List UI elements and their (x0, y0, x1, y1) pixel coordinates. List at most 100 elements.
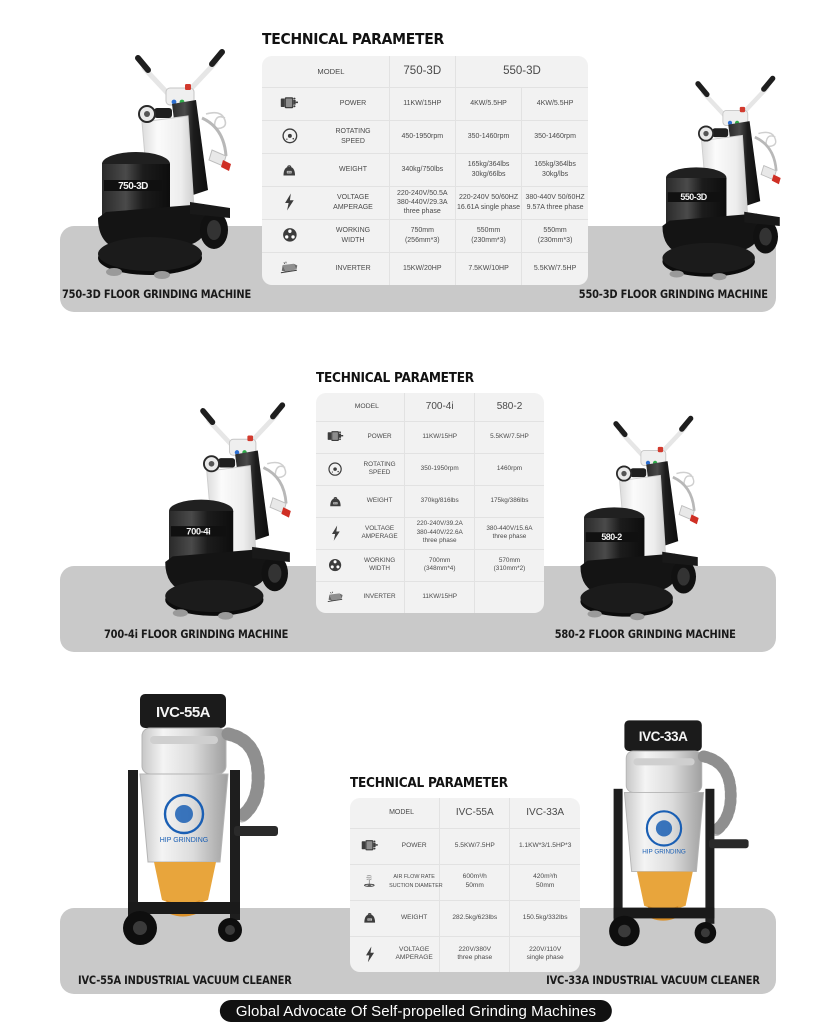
svg-text:IVC-33A: IVC-33A (639, 729, 688, 744)
row-label: WEIGHT (354, 484, 405, 517)
row-value: 700mm(348mm*4) (404, 548, 475, 581)
header-model-1: 580-2 (473, 393, 544, 421)
product-caption-ivc-55a: IVC-55A INDUSTRIAL VACUUM CLEANER (78, 974, 292, 987)
svg-text:HIP GRINDING: HIP GRINDING (160, 837, 209, 844)
svg-text:IVC-55A: IVC-55A (156, 704, 211, 721)
svg-text:KG: KG (288, 171, 291, 173)
row-value: 550mm(230mm*3) (454, 218, 522, 252)
row-value: 1.1KW*3/1.5HP*3 (509, 827, 580, 864)
row-value: 350-1460rpm (454, 119, 522, 153)
row-icon-cell (262, 185, 318, 219)
svg-text:580-2: 580-2 (601, 532, 622, 542)
header-model-label: MODEL (389, 809, 414, 817)
weight-icon: KG (328, 495, 343, 507)
row-label: POWER (389, 827, 440, 864)
svg-text:700-4i: 700-4i (186, 527, 210, 538)
product-caption-750-3d: 750-3D FLOOR GRINDING MACHINE (62, 288, 252, 301)
row-label: INVERTER (354, 580, 405, 613)
row-icon-cell (316, 420, 355, 453)
svg-text:550-3D: 550-3D (680, 192, 707, 202)
row-value (473, 580, 544, 613)
row-label: POWER (317, 86, 390, 120)
header-model-0: IVC-55A (439, 798, 510, 828)
bolt-icon (331, 525, 341, 541)
row-value: 282.5kg/623lbs (439, 899, 510, 936)
inverter-icon (280, 261, 300, 275)
row-value: 340kg/750lbs (388, 152, 456, 186)
row-value: 5.5KW/7.5HP (439, 827, 510, 864)
row-icon-cell (262, 119, 318, 153)
row-value: 5.5KW/7.5HP (521, 251, 588, 285)
row-icon-cell (316, 548, 355, 581)
row-value: 7.5KW/10HP (454, 251, 522, 285)
weight-icon: KG (362, 911, 377, 924)
machine-image-ivc-55a: IVC-55A HIP GRINDING (104, 686, 304, 958)
row-value: 450-1950rpm (388, 119, 456, 153)
row-value: 11KW/15HP (388, 86, 456, 120)
product-caption-580-2: 580-2 FLOOR GRINDING MACHINE (554, 628, 736, 641)
machine-image-750-3d: 750-3D (84, 22, 264, 290)
row-value: 350-1950rpm (404, 452, 475, 485)
product-caption-ivc-33a: IVC-33A INDUSTRIAL VACUUM CLEANER (546, 974, 760, 987)
row-value: 4KW/5.5HP (454, 86, 522, 120)
row-label: WEIGHT (389, 899, 440, 936)
row-value: 11KW/15HP (404, 580, 475, 613)
footer-ribbon: Global Advocate Of Self-propelled Grindi… (219, 1000, 613, 1022)
row-value: 1460rpm (473, 452, 544, 485)
row-value: 350-1460rpm (521, 119, 588, 153)
header-icon-spacer (350, 798, 389, 828)
speed-dial-icon (282, 128, 298, 144)
motor-icon (327, 430, 344, 443)
row-icon-cell (316, 452, 355, 485)
row-icon-cell (350, 935, 390, 972)
machine-image-550-3d: 550-3D (650, 22, 810, 290)
row-label: POWER (354, 420, 405, 453)
product-caption-550-3d: 550-3D FLOOR GRINDING MACHINE (578, 288, 768, 301)
row-label: INVERTER (317, 251, 390, 285)
row-icon-cell: KG (350, 899, 390, 936)
spec-title-3: TECHNICAL PARAMETER (350, 775, 508, 791)
row-value: 15KW/20HP (388, 251, 456, 285)
row-value: 11KW/15HP (404, 420, 475, 453)
header-model-1: IVC-33A (509, 798, 580, 828)
row-icon-cell (350, 863, 390, 900)
svg-text:KG: KG (368, 920, 371, 922)
svg-text:750-3D: 750-3D (118, 181, 148, 192)
footer-text: Global Advocate Of Self-propelled Grindi… (235, 1002, 597, 1020)
airflow-icon (362, 874, 377, 889)
product-caption-700-4i: 700-4i FLOOR GRINDING MACHINE (104, 628, 289, 641)
